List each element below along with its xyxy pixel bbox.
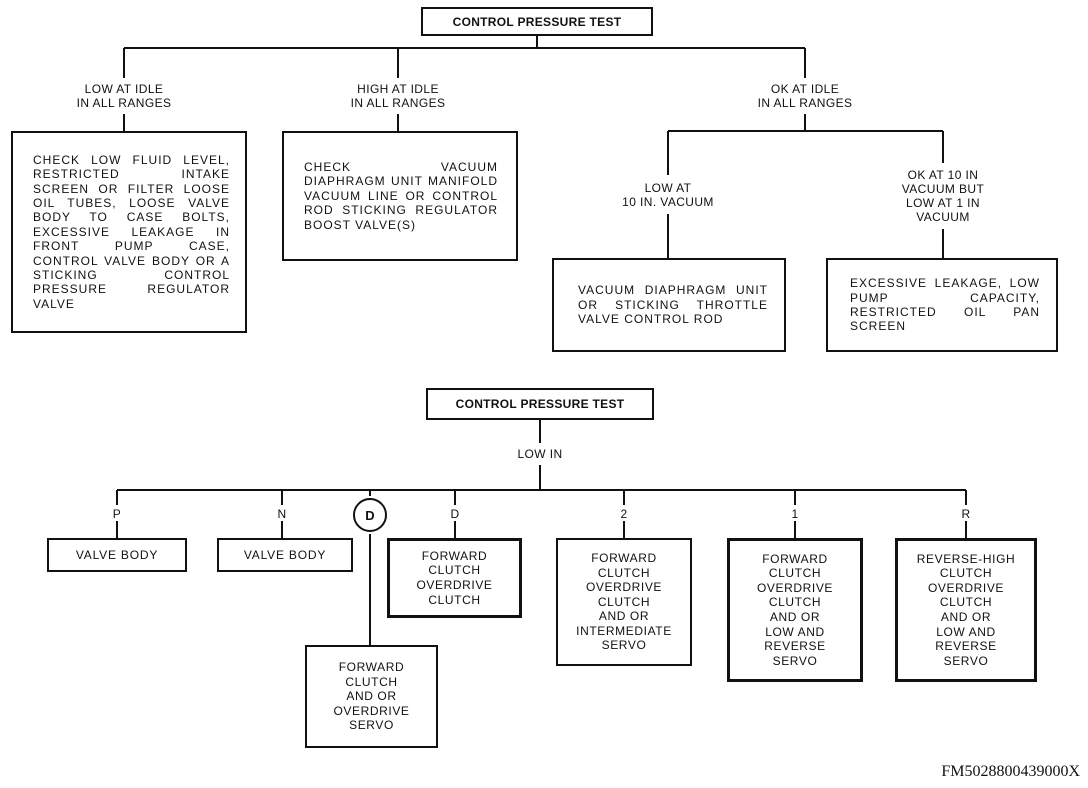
- top-root-label: CONTROL PRESSURE TEST: [452, 14, 622, 29]
- result-p-box: VALVE BODY: [47, 538, 187, 572]
- result-overdrive-text: FORWARD CLUTCH AND OR OVERDRIVE SERVO: [333, 660, 410, 733]
- range-2-label: 2: [620, 507, 628, 521]
- figure-code: FM5028800439000X: [941, 763, 1080, 780]
- top-ok-10-result-text: EXCESSIVE LEAKAGE, LOW PUMP CAPACITY, RE…: [850, 276, 1040, 334]
- result-d-box: FORWARD CLUTCH OVERDRIVE CLUTCH: [387, 538, 522, 618]
- range-d-label: D: [450, 507, 460, 521]
- top-sub-low-10-label: LOW AT 10 IN. VACUUM: [622, 181, 714, 209]
- result-1-text: FORWARD CLUTCH OVERDRIVE CLUTCH AND OR L…: [756, 551, 834, 668]
- top-branch-ok-label: OK AT IDLE IN ALL RANGES: [757, 82, 853, 110]
- top-low-idle-result-box: CHECK LOW FLUID LEVEL, RESTRICTED INTAKE…: [11, 131, 247, 333]
- top-ok-10-result-box: EXCESSIVE LEAKAGE, LOW PUMP CAPACITY, RE…: [826, 258, 1058, 352]
- top-sub-ok-10-label: OK AT 10 IN VACUUM BUT LOW AT 1 IN VACUU…: [901, 168, 985, 224]
- top-low-10-result-box: VACUUM DIAPHRAGM UNIT OR STICKING THROTT…: [552, 258, 786, 352]
- range-overdrive-circle: D: [353, 498, 387, 532]
- range-overdrive-label: D: [365, 507, 375, 523]
- top-branch-low-label: LOW AT IDLE IN ALL RANGES: [76, 82, 172, 110]
- top-low-10-result-text: VACUUM DIAPHRAGM UNIT OR STICKING THROTT…: [578, 283, 768, 327]
- bottom-root-label: CONTROL PRESSURE TEST: [455, 397, 625, 411]
- result-d-text: FORWARD CLUTCH OVERDRIVE CLUTCH: [416, 548, 493, 607]
- result-r-box: REVERSE-HIGH CLUTCH OVERDRIVE CLUTCH AND…: [895, 538, 1037, 682]
- bottom-branch-label: LOW IN: [517, 447, 563, 461]
- result-1-box: FORWARD CLUTCH OVERDRIVE CLUTCH AND OR L…: [727, 538, 863, 682]
- result-r-text: REVERSE-HIGH CLUTCH OVERDRIVE CLUTCH AND…: [916, 551, 1016, 668]
- result-2-box: FORWARD CLUTCH OVERDRIVE CLUTCH AND OR I…: [556, 538, 692, 666]
- result-overdrive-box: FORWARD CLUTCH AND OR OVERDRIVE SERVO: [305, 645, 438, 748]
- range-n-label: N: [277, 507, 287, 521]
- top-low-idle-result-text: CHECK LOW FLUID LEVEL, RESTRICTED INTAKE…: [33, 152, 230, 311]
- result-p-text: VALVE BODY: [75, 548, 159, 562]
- result-2-text: FORWARD CLUTCH OVERDRIVE CLUTCH AND OR I…: [576, 550, 672, 653]
- top-root-box: CONTROL PRESSURE TEST: [421, 7, 653, 36]
- result-n-box: VALVE BODY: [217, 538, 353, 572]
- top-high-idle-result-box: CHECK VACUUM DIAPHRAGM UNIT MANIFOLD VAC…: [282, 131, 518, 261]
- range-r-label: R: [961, 507, 971, 521]
- top-high-idle-result-text: CHECK VACUUM DIAPHRAGM UNIT MANIFOLD VAC…: [304, 159, 498, 232]
- range-1-label: 1: [791, 507, 799, 521]
- bottom-root-box: CONTROL PRESSURE TEST: [426, 388, 654, 420]
- result-n-text: VALVE BODY: [243, 548, 327, 562]
- top-branch-high-label: HIGH AT IDLE IN ALL RANGES: [350, 82, 446, 110]
- range-p-label: P: [112, 507, 122, 521]
